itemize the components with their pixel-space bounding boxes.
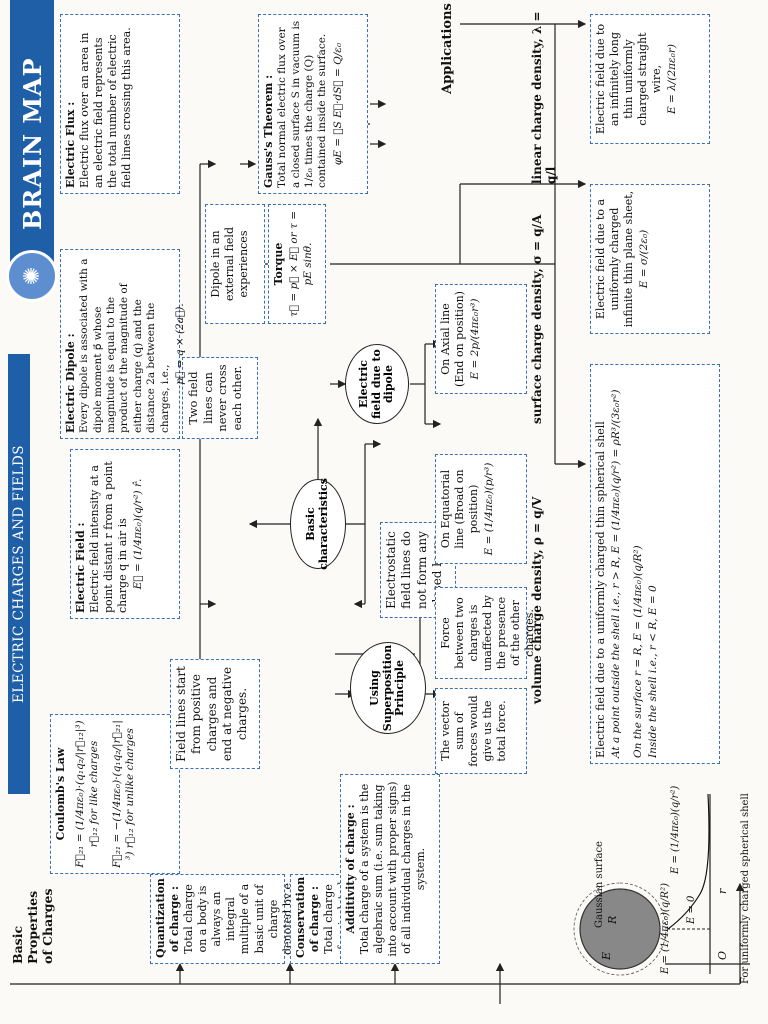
sheet-field-text: Electric field due to a uniformly charge… bbox=[594, 190, 636, 328]
wire-field-formula: E = λ/(2πε₀r) bbox=[666, 44, 679, 114]
field-lines-start-box: Field lines start from positive charges … bbox=[170, 659, 260, 769]
wire-field-box: Electric field due to an infinitely long… bbox=[590, 14, 710, 144]
graph-curve bbox=[667, 793, 710, 930]
gauss-box: Gauss's Theorem : Total normal electric … bbox=[258, 14, 368, 194]
equatorial-box: On Equatorial line (Broad on position) E… bbox=[435, 454, 527, 564]
coulomb-law-title: Coulomb's Law bbox=[54, 747, 67, 841]
dipole-external-text: Dipole in an external field experiences bbox=[209, 227, 251, 301]
coulomb-unlike-formula: F⃗₂₁ = −(1/4πε₀)·(q₁q₂/|r⃗₂₁|³) r⃗₁₂ for… bbox=[110, 720, 137, 868]
axial-box: On Axial line (End on position) E = 2p/(… bbox=[435, 284, 527, 394]
graph-e-zero: E = 0 bbox=[686, 895, 697, 924]
conservation-title: Conservation of charge : bbox=[294, 876, 322, 958]
vector-sum-box: The vector sum of forces would give us t… bbox=[435, 688, 527, 774]
electric-flux-title: Electric Flux : bbox=[64, 101, 77, 188]
field-due-to-dipole-node: Electric field due to dipole bbox=[345, 344, 409, 424]
brain-map-title: BRAIN MAP bbox=[17, 57, 47, 230]
quantization-title: Quantization of charge : bbox=[154, 878, 182, 958]
axial-title: On Axial line (End on position) bbox=[439, 291, 467, 387]
electric-field-box: Electric Field : Electric field intensit… bbox=[70, 449, 180, 619]
gauss-text: Total normal electric flux over a closed… bbox=[276, 20, 329, 188]
basic-properties-heading: Basic Properties of Charges bbox=[10, 888, 55, 964]
gaussian-surface-label: Gaussian surface bbox=[594, 841, 605, 928]
quantization-box: Quantization of charge : Total charge on… bbox=[150, 874, 322, 964]
graph-label-R: R bbox=[606, 915, 619, 924]
dipole-external-box: Dipole in an external field experiences bbox=[205, 204, 265, 324]
graph-e-surface: E = (1/4πε₀)(q/R²) bbox=[660, 883, 671, 974]
shell-field-box: Electric field due to a uniformly charge… bbox=[590, 364, 720, 764]
torque-box: Torque τ⃗ = p⃗ × E⃗ or τ = pE sinθ. bbox=[268, 204, 326, 324]
graph-label-r: r bbox=[716, 888, 729, 894]
graph-label-E: E bbox=[600, 951, 613, 960]
force-unaffected-box: Force between two charges is unaffected … bbox=[435, 587, 536, 679]
gauss-title: Gauss's Theorem : bbox=[262, 74, 275, 188]
basic-characteristics-node: Basic characteristics bbox=[290, 478, 346, 570]
electric-dipole-formula: p⃗ = q × (2a⃗). bbox=[174, 303, 187, 385]
additivity-title: Additivity of charge : bbox=[344, 804, 357, 934]
torque-formula: τ⃗ = p⃗ × E⃗ or τ = pE sinθ. bbox=[288, 211, 314, 318]
shell-inside: Inside the shell i.e., r < R, E = 0 bbox=[646, 585, 659, 758]
additivity-box: Additivity of charge : Total charge of a… bbox=[340, 774, 440, 964]
additivity-text: Total charge of a system is the algebrai… bbox=[358, 781, 428, 957]
chapter-title: ELECTRIC CHARGES AND FIELDS bbox=[8, 354, 30, 794]
electric-field-text: Electric field intensity at a point dist… bbox=[88, 461, 130, 613]
gauss-formula: φE = ∮S E⃗·dS⃗ = Q/ε₀ bbox=[331, 42, 344, 166]
graph-e-outside: E = (1/4πε₀)(q/r²) bbox=[670, 785, 681, 874]
graph-label-O: O bbox=[716, 950, 729, 960]
electric-field-title: Electric Field : bbox=[74, 522, 87, 613]
sheet-field-box: Electric field due to a uniformly charge… bbox=[590, 184, 710, 334]
coulomb-law-box: Coulomb's Law F⃗₂₁ = (1/4πε₀)·(q₁q₂/|r⃗₁… bbox=[50, 714, 180, 874]
never-cross-text: Two field lines can never cross each oth… bbox=[186, 364, 245, 432]
electric-dipole-text: Every dipole is associated with a dipole… bbox=[78, 258, 171, 434]
applications-label: Applications bbox=[440, 3, 455, 94]
equatorial-title: On Equatorial line (Broad on position) bbox=[439, 469, 481, 549]
brain-icon: ✺ bbox=[6, 250, 58, 302]
coulomb-like-formula: F⃗₂₁ = (1/4πε₀)·(q₁q₂/|r⃗₁₂|³) r⃗₁₂ for … bbox=[74, 720, 100, 868]
graph-caption: For uniformly charged spherical shell bbox=[740, 793, 751, 984]
wire-field-text: Electric field due to an infinitely long… bbox=[594, 23, 664, 135]
electric-dipole-title: Electric Dipole : bbox=[64, 333, 77, 433]
gaussian-surface-circle bbox=[573, 882, 667, 976]
force-unaffected-text: Force between two charges is unaffected … bbox=[439, 595, 537, 671]
shell-outside: At a point outside the shell i.e., r > R… bbox=[610, 389, 623, 758]
superposition-node: Using Superposition Principle bbox=[350, 642, 426, 734]
shell-title: Electric field due to a uniformly charge… bbox=[594, 421, 607, 758]
electric-dipole-box: Electric Dipole : Every dipole is associ… bbox=[60, 249, 186, 439]
axial-formula: E = 2p/(4πε₀r³) bbox=[469, 298, 482, 380]
shell-surface: On the surface r = R, E = (1/4πε₀)(q/R²) bbox=[631, 545, 644, 758]
volume-density-label: volume charge density, ρ = q/V bbox=[530, 496, 544, 704]
electric-field-formula: E⃗ = (1/4πε₀)(q/r²) r̂. bbox=[132, 478, 145, 590]
field-lines-start-text: Field lines start from positive charges … bbox=[174, 666, 250, 762]
electric-flux-text: Electric flux over an area in an electri… bbox=[78, 27, 134, 188]
torque-title: Torque bbox=[272, 242, 285, 286]
linear-density-label: linear charge density, λ = q/l bbox=[530, 11, 558, 184]
shell-graph bbox=[573, 793, 750, 976]
vector-sum-text: The vector sum of forces would give us t… bbox=[439, 695, 509, 767]
charged-shell-sphere bbox=[579, 888, 661, 970]
electric-flux-box: Electric Flux : Electric flux over an ar… bbox=[60, 14, 180, 194]
never-cross-box: Two field lines can never cross each oth… bbox=[182, 357, 258, 439]
sheet-field-formula: E = σ/(2ε₀) bbox=[638, 229, 651, 289]
equatorial-formula: E = (1/4πε₀)(p/r³) bbox=[483, 462, 496, 556]
surface-density-label: surface charge density, σ = q/A bbox=[530, 214, 544, 424]
